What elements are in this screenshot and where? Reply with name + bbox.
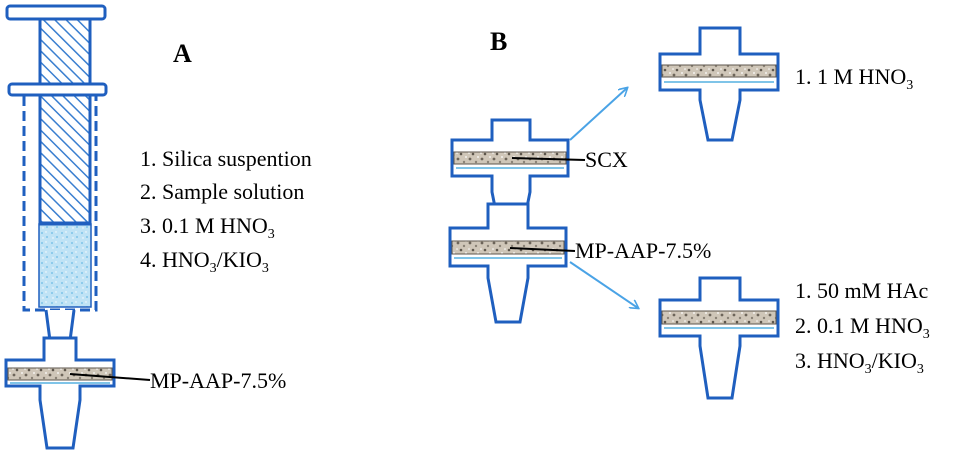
step-a-1: 1. Silica suspention: [140, 146, 312, 171]
plunger-thumb-press: [5, 4, 107, 21]
filter-label-scx: SCX: [585, 147, 628, 172]
filter-label-mp-aap-b: MP-AAP-7.5%: [575, 238, 711, 263]
step-a-4: 4. HNO3/KIO3: [140, 247, 269, 276]
filter-membrane-scx: [453, 151, 567, 165]
leader-line-a: [69, 373, 151, 381]
panel-label-a: A: [173, 39, 192, 68]
filter-cartridge-mp-aap-b: [448, 202, 568, 324]
arrow-to-top-branch: [569, 88, 627, 141]
panel-a-steps: 1. Silica suspention 2. Sample solution …: [140, 146, 312, 276]
filter-label-a: MP-AAP-7.5%: [150, 368, 286, 393]
leader-line-mp-aap-b: [509, 247, 576, 252]
sample-solution: [38, 223, 92, 308]
filter-cartridge-scx: [450, 118, 570, 234]
panel-b-bottom-steps: 1. 50 mM HAc 2. 0.1 M HNO3 3. HNO3/KIO3: [795, 278, 930, 377]
filter-membrane-a: [7, 367, 113, 381]
arrow-to-bottom-branch: [569, 261, 638, 308]
step-b-top-1: 1. 1 M HNO3: [795, 64, 913, 93]
step-b-bottom-1: 1. 50 mM HAc: [795, 278, 928, 303]
plunger-rod: [38, 16, 92, 225]
step-a-3: 3. 0.1 M HNO3: [140, 213, 275, 242]
barrel-flange: [7, 82, 108, 97]
filter-membrane-top-branch: [661, 64, 777, 78]
filter-membrane-bottom-branch: [661, 310, 777, 325]
filter-cartridge-top-branch: [658, 26, 780, 142]
leader-line-scx: [511, 157, 586, 161]
step-b-bottom-3: 3. HNO3/KIO3: [795, 348, 924, 377]
filter-membrane-mp-aap-b: [451, 240, 565, 255]
panel-label-b: B: [490, 27, 507, 56]
filter-cartridge-bottom-branch: [658, 276, 780, 400]
step-b-bottom-2: 2. 0.1 M HNO3: [795, 313, 930, 342]
filter-cartridge-a: [4, 336, 116, 450]
step-a-2: 2. Sample solution: [140, 179, 304, 204]
syringe: [5, 4, 108, 358]
